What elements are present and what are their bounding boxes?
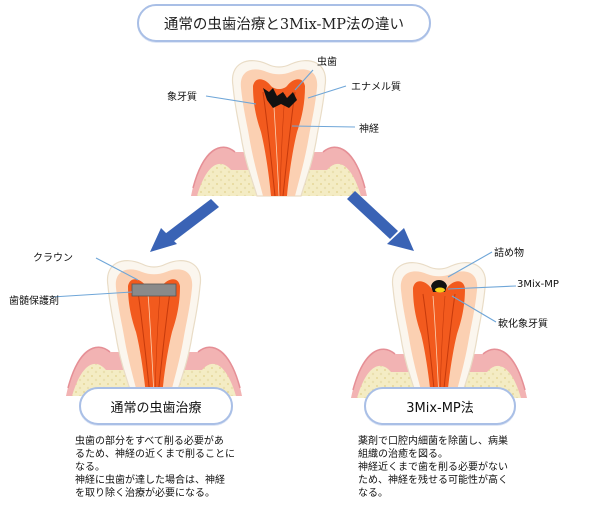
label-pulp-protectant: 歯髄保護剤 <box>9 296 59 307</box>
label-medicine: 3Mix-MP <box>517 279 559 290</box>
left-desc-line: 虫歯の部分をすべて削る必要があ <box>75 436 224 447</box>
crown-shape <box>131 283 177 297</box>
caries-mark <box>263 88 297 108</box>
left-desc-line: 神経に虫歯が達した場合は、神経 <box>75 475 225 486</box>
right-desc-line: 薬剤で口腔内細菌を除菌し、病巣 <box>358 436 508 447</box>
label-softened-dentin: 軟化象牙質 <box>498 319 548 330</box>
page-title: 通常の虫歯治療と3Mix-MP法の違い <box>163 16 405 33</box>
label-dentin: 象牙質 <box>167 92 197 103</box>
right-method-description: 薬剤で口腔内細菌を除菌し、病巣 組織の治癒を図る。 神経近くまで歯を削る必要がな… <box>358 435 508 500</box>
right-desc-line: ため、神経を残せる可能性が高く <box>358 475 508 486</box>
arrow-left <box>150 199 219 252</box>
label-nerve: 神経 <box>359 124 379 135</box>
label-enamel: エナメル質 <box>351 82 401 93</box>
left-method-label-box: 通常の虫歯治療 <box>79 387 233 425</box>
tooth-top <box>190 59 368 197</box>
left-desc-line: なる。 <box>75 462 105 473</box>
right-method-label-box: 3Mix-MP法 <box>364 387 516 425</box>
left-method-name: 通常の虫歯治療 <box>110 400 202 416</box>
tooth-right <box>350 261 528 399</box>
label-caries: 虫歯 <box>317 57 337 68</box>
right-method-name: 3Mix-MP法 <box>406 400 474 416</box>
right-desc-line: なる。 <box>358 488 388 499</box>
label-crown: クラウン <box>33 253 73 264</box>
right-desc-line: 組織の治癒を図る。 <box>358 449 448 460</box>
medicine-shape <box>435 287 445 293</box>
title-box: 通常の虫歯治療と3Mix-MP法の違い <box>137 4 431 42</box>
left-method-description: 虫歯の部分をすべて削る必要があ るため、神経の近くまで削ることに なる。 神経に… <box>75 435 235 500</box>
left-desc-line: を取り除く治療が必要になる。 <box>75 488 215 499</box>
left-desc-line: るため、神経の近くまで削ることに <box>75 449 235 460</box>
label-filling: 詰め物 <box>494 248 524 259</box>
arrow-right <box>347 191 414 251</box>
tooth-left <box>65 259 243 397</box>
right-desc-line: 神経近くまで歯を削る必要がない <box>358 462 508 473</box>
